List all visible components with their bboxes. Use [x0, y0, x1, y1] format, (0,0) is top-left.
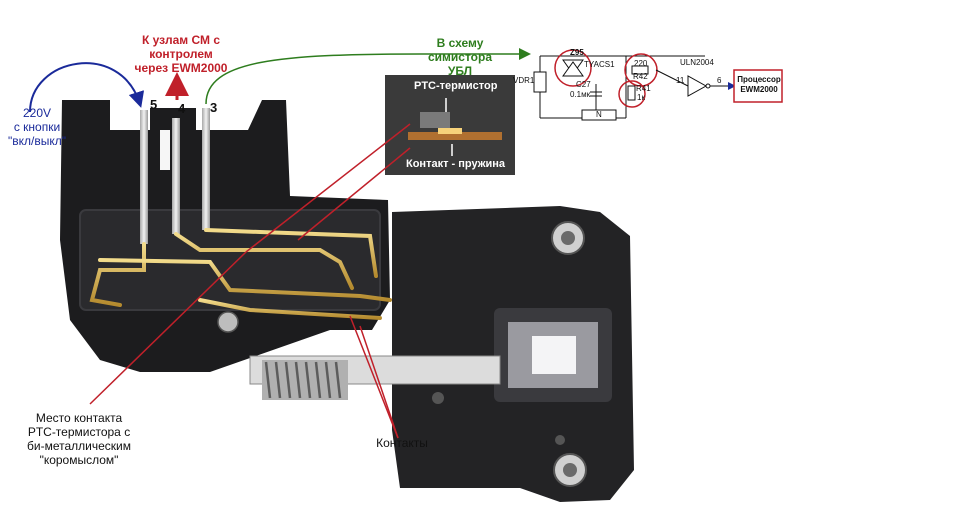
power-label-line2: с кнопки — [13, 120, 61, 134]
triac-label-line1: В схему — [436, 36, 484, 50]
power-label-line3: "вкл/выкл" — [7, 134, 66, 148]
tyacs1-label: TYACS1 — [584, 60, 615, 69]
triac-arrow — [205, 48, 531, 105]
cap-value-label: 0.1мк — [570, 90, 591, 99]
contact-place-line3: би-металлическим — [27, 439, 131, 453]
contacts-label: Контакты — [376, 436, 428, 450]
power-label-line1: 220V — [22, 106, 52, 120]
terminal-pins — [140, 108, 210, 244]
nodes-label-line3: через EWM2000 — [134, 61, 228, 75]
processor-label: Процессор EWM2000 — [736, 75, 782, 95]
contact-place-line4: "коромыслом" — [39, 453, 119, 467]
vdr1-label: VDR1 — [513, 76, 535, 85]
r41-label: R41 — [636, 84, 651, 93]
nodes-label-line2: контролем — [149, 47, 213, 61]
terminal-4-label: 4 — [178, 101, 186, 116]
processor-line2: EWM2000 — [740, 85, 778, 94]
contact-place-label: Место контакта PTC-термистора с би-метал… — [4, 411, 154, 467]
circuit-schematic — [533, 49, 783, 121]
r220-label: 220 — [634, 59, 648, 68]
uln-label: ULN2004 — [680, 58, 714, 67]
power-label: 220V с кнопки "вкл/выкл" — [4, 106, 70, 148]
contact-place-line1: Место контакта — [35, 411, 123, 425]
triac-label-line3: УБЛ — [447, 64, 473, 78]
z95-label: Z95 — [570, 48, 584, 57]
triac-label: В схему симистора УБЛ — [420, 36, 500, 78]
ptc-photo-inset — [385, 75, 515, 175]
r41-value-label: 1к — [637, 93, 645, 102]
internal-contacts — [89, 228, 392, 320]
pin6-label: 6 — [717, 76, 722, 85]
contact-place-line2: PTC-термистора с — [27, 425, 131, 439]
r42-label: R42 — [633, 72, 648, 81]
processor-line1: Процессор — [737, 75, 781, 84]
return-spring — [262, 360, 348, 400]
nodes-label-line1: К узлам СМ с — [142, 33, 220, 47]
n-label: N — [596, 110, 602, 119]
terminal-5-label: 5 — [150, 97, 158, 112]
triac-label-line2: симистора — [427, 50, 493, 64]
pointer-lines — [89, 123, 411, 439]
nodes-label: К узлам СМ с контролем через EWM2000 — [128, 33, 234, 75]
ptc-thermistor-label: PTC-термистор — [414, 80, 498, 92]
pin11-label: 11 — [676, 76, 685, 85]
c27-label: C27 — [576, 80, 591, 89]
spring-contact-label: Контакт - пружина — [406, 158, 506, 170]
power-arrow — [29, 62, 145, 113]
terminal-3-label: 3 — [210, 100, 218, 115]
